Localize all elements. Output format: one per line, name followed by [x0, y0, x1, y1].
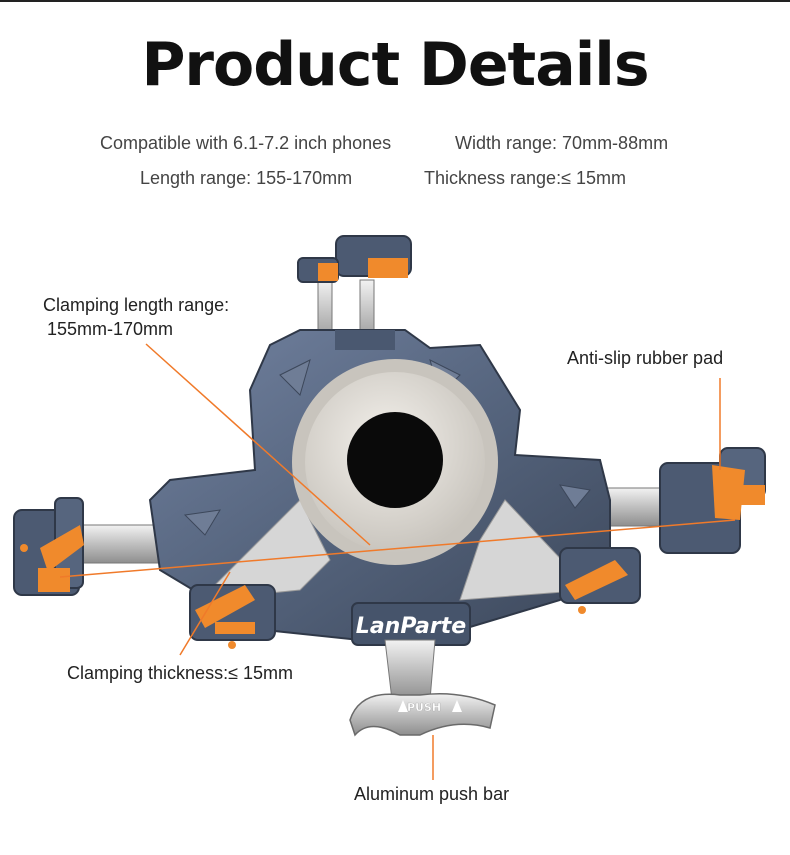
left-pad [40, 525, 84, 572]
callout-clamping-thickness: Clamping thickness:≤ 15mm [67, 663, 293, 683]
spec-thickness: Thickness range:≤ 15mm [424, 168, 626, 188]
spec-length: Length range: 155-170mm [140, 168, 353, 188]
top-pad-right [368, 258, 408, 278]
callout-anti-slip: Anti-slip rubber pad [567, 348, 724, 368]
push-label: PUSH [407, 701, 441, 714]
push-bar-stem [384, 639, 436, 701]
top-border [0, 0, 790, 2]
callout-clamping-length-line2: 155mm-170mm [47, 319, 174, 339]
top-pad-left [318, 263, 338, 281]
brand-logo: LanParte [356, 614, 466, 639]
callout-push-bar: Aluminum push bar [354, 784, 510, 804]
annotation-lines [59, 343, 736, 780]
center-dot [347, 412, 443, 508]
right-pad [712, 465, 745, 520]
spec-compatible: Compatible with 6.1-7.2 inch phones [100, 133, 392, 153]
push-bar-handle [349, 693, 496, 737]
spec-width: Width range: 70mm-88mm [455, 133, 669, 153]
page-title: Product Details [141, 30, 649, 100]
callout-clamping-length-line1: Clamping length range: [43, 295, 230, 315]
